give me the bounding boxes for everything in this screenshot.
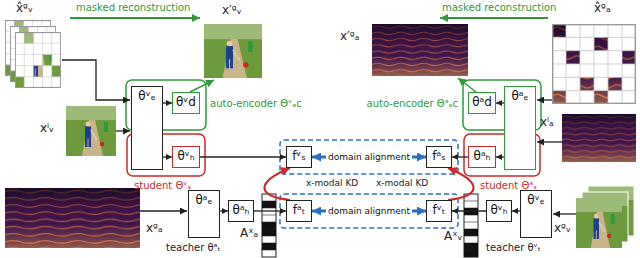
variable-label: x-modal KD bbox=[376, 178, 428, 188]
flow-arrow bbox=[163, 102, 172, 103]
variable-label: student Θᵃₛ bbox=[480, 180, 537, 192]
variable-label: auto-encoder Θᵃₐc bbox=[367, 98, 458, 110]
module-symbol: θᵃₑ bbox=[195, 194, 212, 208]
variable-label: masked reconstruction bbox=[442, 2, 556, 14]
module-symbol: θᵛₕ bbox=[490, 204, 507, 218]
module-box: θᵛₕ bbox=[486, 200, 512, 222]
reconstruction-arrow bbox=[440, 17, 548, 19]
variable-label: xᵍₐ bbox=[146, 222, 163, 236]
variable-label: teacher θᵛₜ bbox=[486, 242, 541, 254]
module-box: fᵛₛ bbox=[286, 146, 312, 168]
input-arrow bbox=[116, 130, 130, 131]
variable-label: student Θᵛₛ bbox=[134, 180, 191, 192]
module-symbol: θᵛd bbox=[176, 96, 196, 110]
global-spectrogram bbox=[5, 188, 140, 248]
module-symbol: fᵃₛ bbox=[432, 150, 445, 164]
variable-label: xᵍᵥ bbox=[554, 222, 571, 236]
module-symbol: fᵃₜ bbox=[293, 204, 305, 218]
flow-arrow bbox=[254, 210, 286, 211]
module-symbol: fᵛₜ bbox=[433, 204, 446, 218]
flow-arrow bbox=[200, 156, 286, 157]
module-box: θᵃₕ bbox=[228, 200, 254, 222]
module-symbol: θᵃₑ bbox=[511, 90, 528, 104]
module-box: θᵛₑ bbox=[520, 190, 552, 238]
module-symbol: fᵛₛ bbox=[292, 150, 306, 164]
module-box: θᵃₕ bbox=[468, 146, 496, 168]
flow-arrow bbox=[452, 156, 468, 157]
variable-label: auto-encoder Θᵛₐc bbox=[210, 98, 302, 110]
variable-label: xˡₐ bbox=[540, 116, 554, 130]
reconstructed-frame bbox=[204, 24, 262, 78]
flow-arrow bbox=[452, 210, 486, 211]
variable-label: x′ᵍₐ bbox=[340, 30, 359, 44]
flow-arrow bbox=[220, 210, 228, 211]
edge-label: domain alignment bbox=[326, 152, 412, 163]
attention-bar bbox=[262, 194, 276, 257]
module-box: θᵃₑ bbox=[188, 190, 220, 238]
module-symbol: θᵃₕ bbox=[233, 204, 250, 218]
reconstruction-arrow bbox=[70, 17, 200, 19]
variable-label: x-modal KD bbox=[306, 178, 358, 188]
module-box: θᵛd bbox=[172, 92, 200, 114]
alignment-region bbox=[280, 194, 458, 228]
flow-arrow bbox=[496, 102, 504, 103]
global-video-stack bbox=[576, 186, 634, 248]
distillation-arrow bbox=[265, 168, 291, 200]
reconstructed-spectrogram bbox=[372, 24, 468, 76]
attention-bar bbox=[464, 194, 478, 257]
alignment-region bbox=[280, 140, 458, 174]
module-symbol: θᵛₑ bbox=[138, 90, 155, 104]
module-box: θᵃd bbox=[468, 92, 496, 114]
variable-label: xˡᵥ bbox=[40, 122, 54, 136]
masked-video-stack bbox=[5, 20, 61, 88]
input-arrow bbox=[537, 141, 562, 142]
local-frame bbox=[66, 106, 116, 156]
flow-arrow bbox=[163, 156, 172, 157]
variable-label: masked reconstruction bbox=[76, 2, 190, 14]
decoder-output-arrow bbox=[190, 80, 214, 92]
local-spectrogram bbox=[562, 114, 636, 162]
decoder-output-arrow bbox=[458, 78, 476, 92]
module-symbol: θᵛₑ bbox=[527, 194, 544, 208]
module-symbol: θᵛₕ bbox=[177, 150, 194, 164]
variable-label: Aˣᵥ bbox=[444, 230, 463, 244]
variable-label: teacher θᵃₜ bbox=[166, 242, 220, 254]
module-box: fᵛₜ bbox=[426, 200, 452, 222]
input-arrow bbox=[140, 210, 187, 211]
module-box: θᵛₑ bbox=[131, 86, 163, 170]
flow-arrow bbox=[512, 210, 520, 211]
module-box: fᵃₛ bbox=[426, 146, 452, 168]
variable-label: x′ᵍᵥ bbox=[222, 4, 242, 18]
variable-label: x̂ᵍₐ bbox=[594, 2, 611, 16]
edge-label: domain alignment bbox=[326, 206, 412, 217]
input-arrow bbox=[553, 213, 576, 214]
masked-spectrogram bbox=[552, 24, 636, 104]
distillation-arrow bbox=[448, 168, 474, 200]
module-symbol: θᵃd bbox=[472, 96, 492, 110]
module-box: fᵃₜ bbox=[286, 200, 312, 222]
variable-label: x̂ᵍᵥ bbox=[16, 2, 33, 16]
input-arrow bbox=[537, 99, 552, 100]
input-arrow bbox=[62, 60, 130, 100]
module-symbol: θᵃₕ bbox=[474, 150, 491, 164]
variable-label: Aˣₐ bbox=[240, 227, 258, 241]
module-box: θᵛₕ bbox=[172, 146, 200, 168]
flow-arrow bbox=[496, 156, 504, 157]
module-box: θᵃₑ bbox=[504, 86, 536, 170]
